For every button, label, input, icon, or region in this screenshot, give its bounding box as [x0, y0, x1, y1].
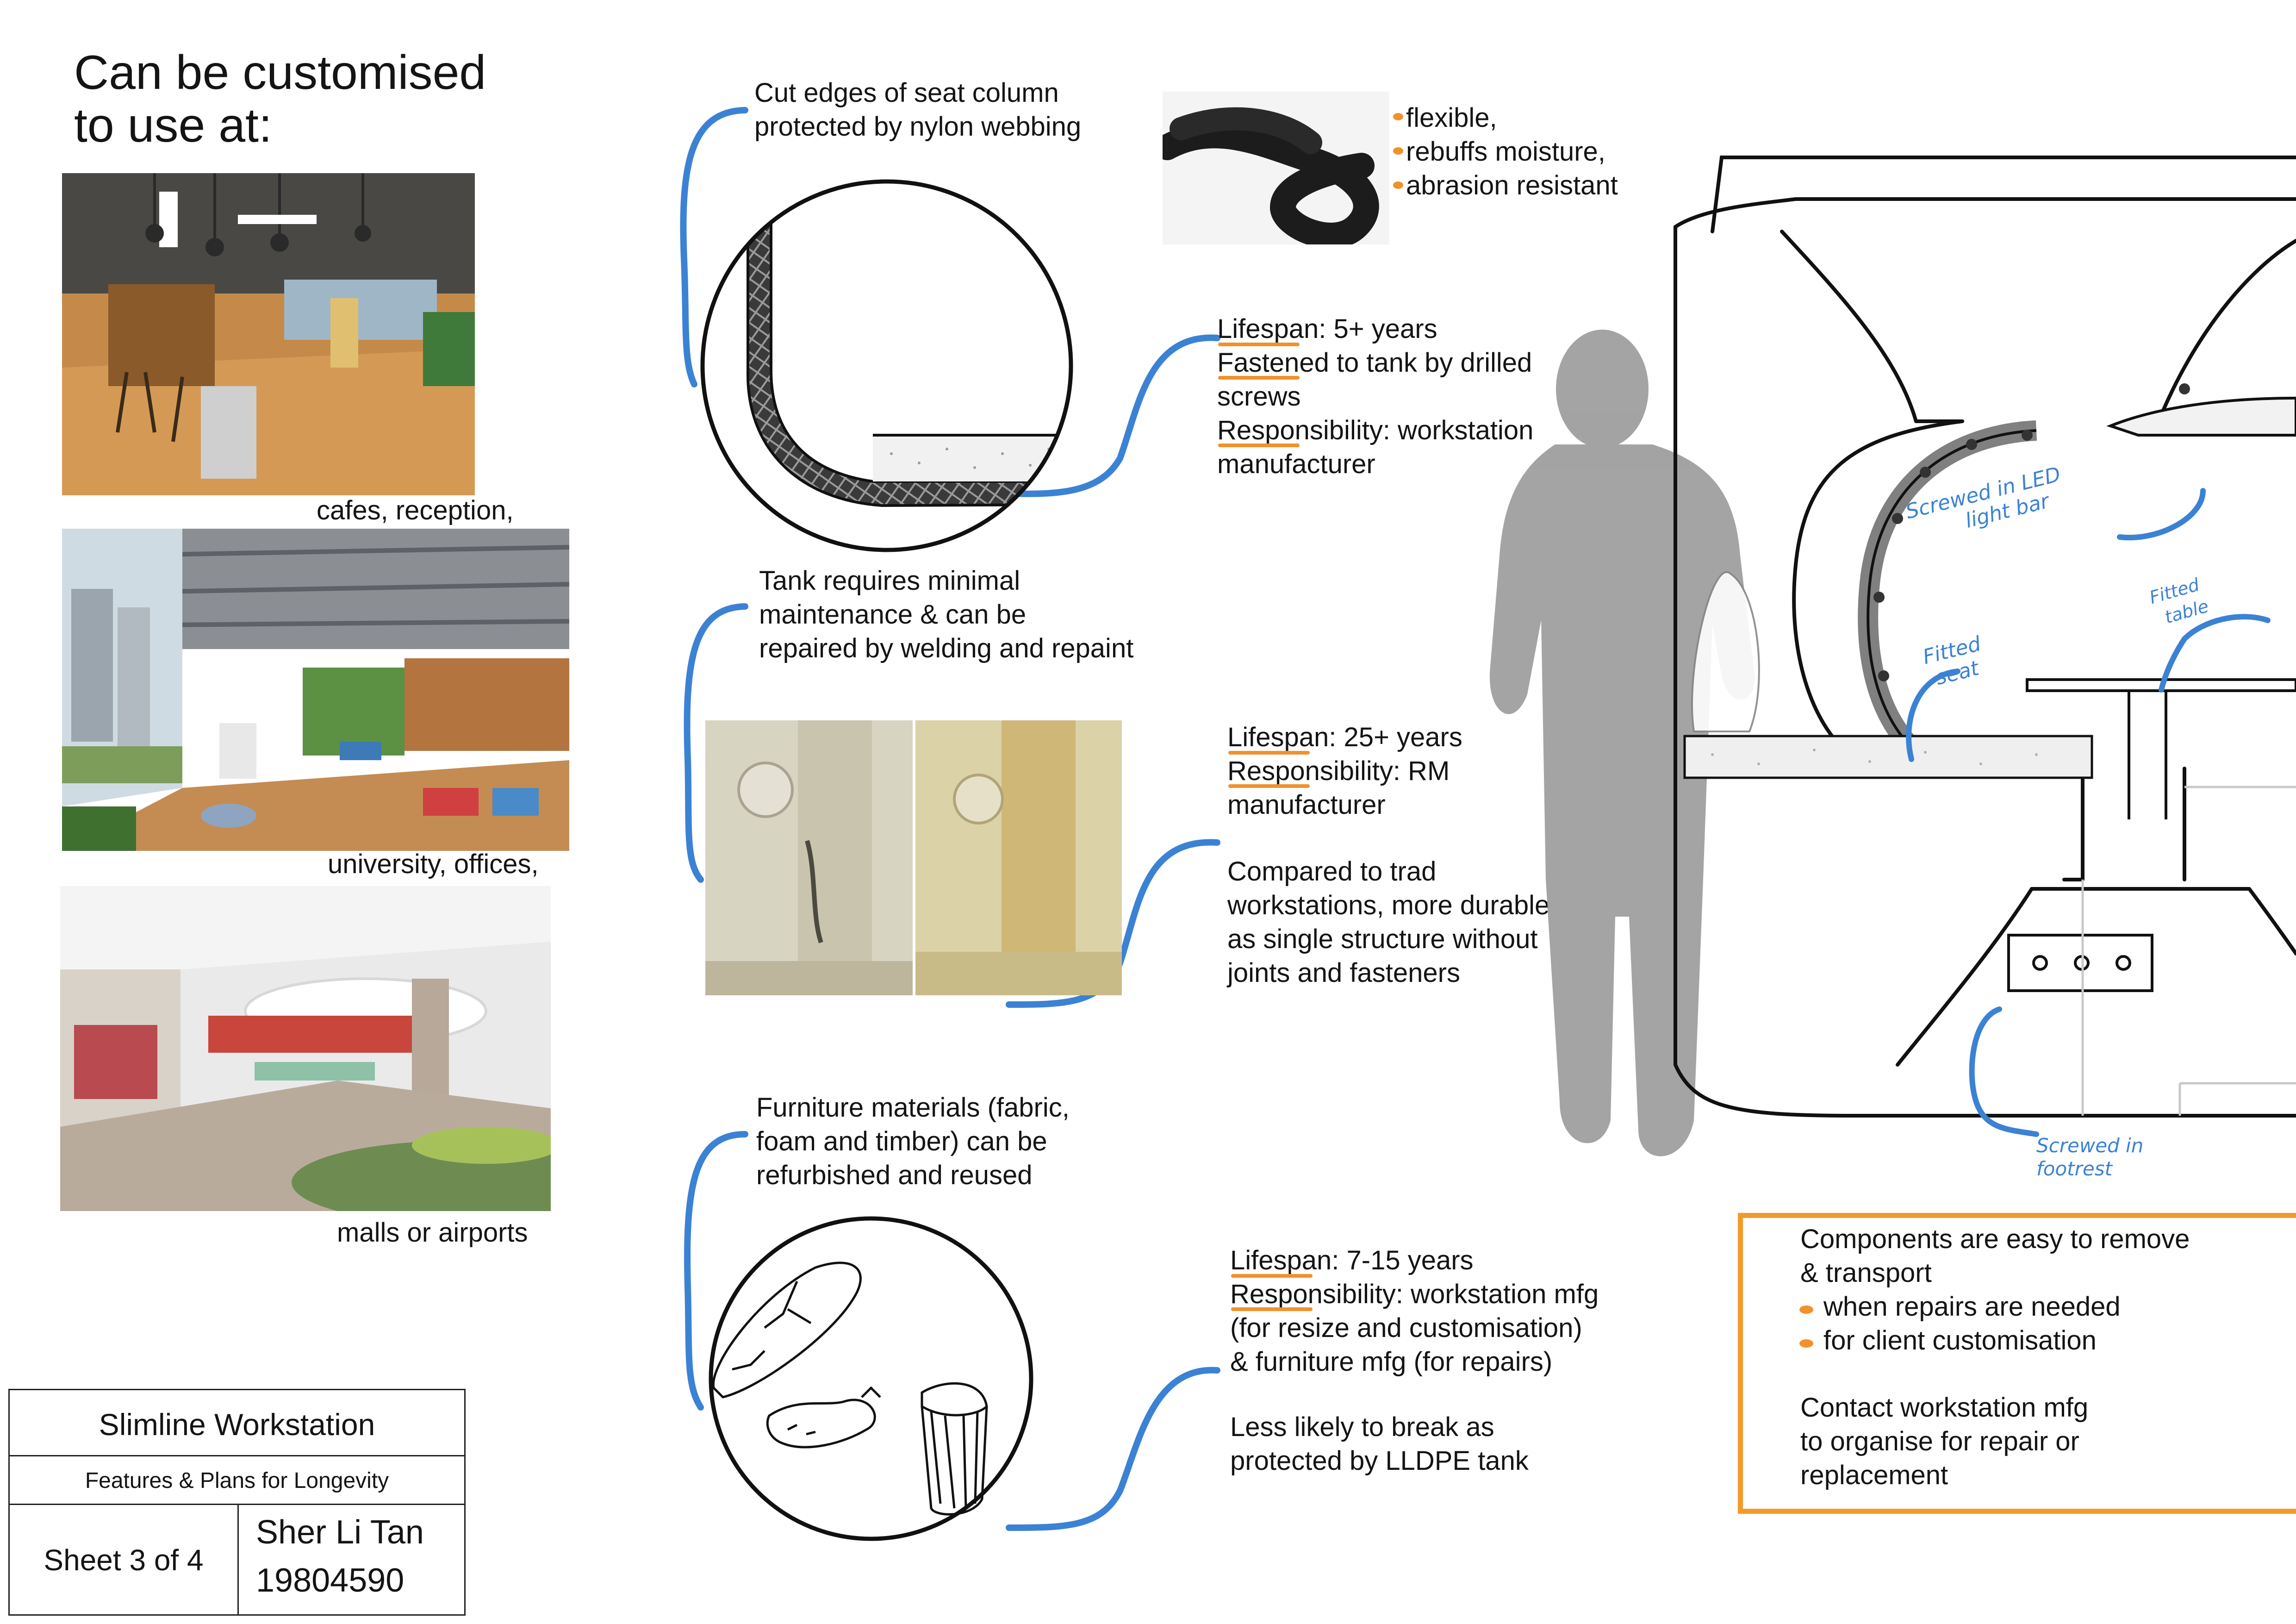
- underline-lifespan-furniture: [1231, 1274, 1313, 1278]
- person-silhouette: [1489, 330, 1755, 1156]
- bullet-customisation: [1799, 1339, 1813, 1348]
- workstation-sketch: [1489, 156, 2296, 1156]
- bracket-tank: [684, 603, 748, 883]
- underline-lifespan-tank: [1228, 751, 1310, 755]
- feature-tank-details: Lifespan: 25+ years Responsibility: RM m…: [1227, 722, 1462, 820]
- furniture-detail-diagram: [709, 1216, 1033, 1541]
- feature-seat-details: Lifespan: 5+ years Fastened to tank by d…: [1217, 314, 1534, 479]
- university-photo: [62, 529, 569, 851]
- project-title: Slimline Workstation: [99, 1407, 375, 1442]
- divider: [237, 1504, 239, 1616]
- underline-responsibility-seat: [1218, 443, 1300, 447]
- title-block: Slimline Workstation Features & Plans fo…: [8, 1389, 466, 1616]
- label-screwed-footrest: Screwed in footrest: [2036, 1134, 2144, 1180]
- feature-tank-comparison: Compared to trad workstations, more dura…: [1227, 856, 1550, 988]
- components-info-box: [1738, 1213, 2296, 1514]
- divider: [10, 1504, 464, 1505]
- leader-furniture: [1006, 1367, 1220, 1531]
- nylon-webbing-photo: [1163, 92, 1389, 244]
- webbing-detail-diagram: [700, 179, 1073, 552]
- caption-cafes: cafes, reception,: [317, 495, 514, 525]
- tank-repair-photos: [705, 720, 1122, 995]
- components-intro: Components are easy to remove & transpor…: [1800, 1224, 2190, 1288]
- caption-university: university, offices,: [328, 849, 539, 879]
- underline-responsibility-furniture: [1231, 1307, 1313, 1311]
- author-name: Sher Li Tan: [256, 1514, 424, 1551]
- mall-photo: [60, 886, 551, 1211]
- feature-furniture-details: Lifespan: 7-15 years Responsibility: wor…: [1230, 1245, 1599, 1377]
- webbing-properties: flexible, rebuffs moisture, abrasion res…: [1406, 103, 1618, 200]
- bullet-abrasion: [1393, 181, 1403, 189]
- bullet-flexible: [1393, 113, 1403, 120]
- feature-seat-title: Cut edges of seat column protected by ny…: [754, 78, 1082, 142]
- caption-malls: malls or airports: [337, 1218, 528, 1248]
- bullet-moisture: [1393, 147, 1403, 155]
- project-subtitle: Features & Plans for Longevity: [85, 1468, 389, 1493]
- bullet-repairs: [1799, 1305, 1813, 1314]
- feature-tank-title: Tank requires minimal maintenance & can …: [759, 566, 1134, 663]
- components-contact: Contact workstation mfg to organise for …: [1800, 1393, 2089, 1490]
- leader-seat: [1006, 334, 1220, 497]
- feature-furniture-note: Less likely to break as protected by LLD…: [1230, 1412, 1529, 1476]
- locations-heading: Can be customised to use at:: [74, 46, 486, 152]
- components-bullets: when repairs are needed for client custo…: [1823, 1292, 2121, 1355]
- divider: [10, 1455, 464, 1456]
- underline-fastened: [1218, 376, 1300, 380]
- underline-lifespan-seat: [1218, 343, 1300, 346]
- bracket-furniture: [684, 1131, 748, 1411]
- cafe-photo: [62, 173, 475, 495]
- underline-responsibility-tank: [1228, 784, 1310, 788]
- sheet-number: Sheet 3 of 4: [44, 1543, 204, 1577]
- feature-furniture-title: Furniture materials (fabric, foam and ti…: [756, 1093, 1070, 1190]
- bracket-seat: [680, 107, 748, 387]
- student-id: 19804590: [256, 1562, 404, 1599]
